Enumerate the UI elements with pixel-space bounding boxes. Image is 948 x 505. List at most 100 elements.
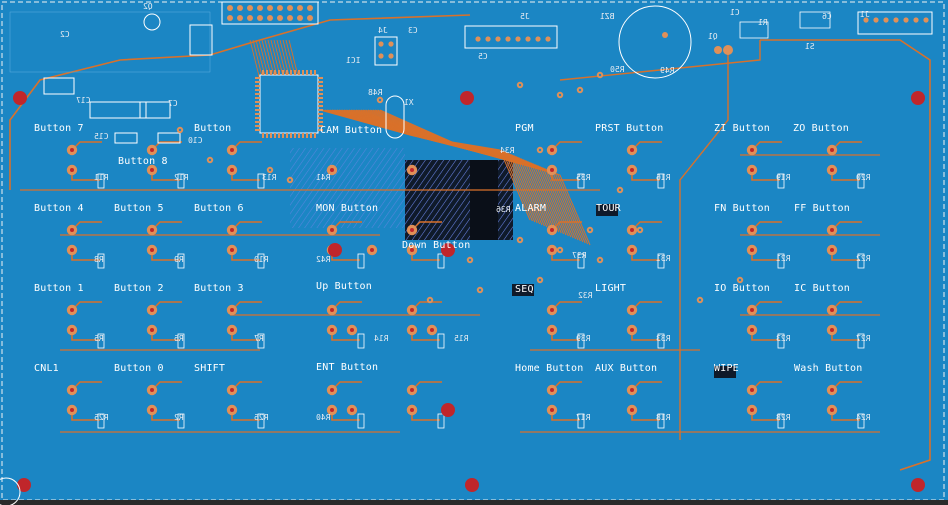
ref-r33: R33 xyxy=(656,334,671,343)
header-pin xyxy=(893,17,899,23)
resistor-outline xyxy=(857,253,865,269)
ic1-pin xyxy=(274,133,276,138)
header-pin xyxy=(923,17,929,23)
button-pad-r3c3-b-drill xyxy=(330,408,334,412)
via-drill-2 xyxy=(578,88,582,92)
button-pad-r3c1-b-drill xyxy=(150,408,154,412)
button-pad-r2c3-b-drill xyxy=(330,328,334,332)
ic1-pin xyxy=(262,70,264,75)
ic1-pin xyxy=(306,133,308,138)
q2-outline xyxy=(143,13,161,31)
button-pad-r0c0-a-drill xyxy=(70,148,74,152)
header-pin xyxy=(287,5,293,11)
ref-r13: R13 xyxy=(262,173,277,182)
ref-c17: C17 xyxy=(76,96,91,105)
ic1-pin xyxy=(278,133,280,138)
header-pin xyxy=(883,17,889,23)
aux-pad-9-drill xyxy=(330,168,334,172)
button-pad-r1c8-a-drill xyxy=(830,228,834,232)
via-drill-19 xyxy=(428,298,432,302)
silk-label-button-6: Button 6 xyxy=(194,203,244,214)
buzzer-pin xyxy=(662,32,668,38)
silk-label-zi-button: ZI Button xyxy=(714,123,770,134)
ref-c10: C10 xyxy=(188,136,203,145)
via-drill-11 xyxy=(738,278,742,282)
ref-r36: R36 xyxy=(496,205,511,214)
ref-r24: R24 xyxy=(856,413,871,422)
button-pad-r2c2-b-drill xyxy=(230,328,234,332)
dark-core xyxy=(470,160,498,240)
ic1-pin xyxy=(255,101,260,103)
ic1-pin xyxy=(310,133,312,138)
silk-label-cnl1: CNL1 xyxy=(34,363,59,374)
ic-lead-trace xyxy=(255,39,267,81)
ref-r41: R41 xyxy=(316,173,331,182)
ref-r39: R39 xyxy=(576,334,591,343)
via-drill-6 xyxy=(588,228,592,232)
ref-r12: R12 xyxy=(174,173,189,182)
silk-label-fn-button: FN Button xyxy=(714,203,770,214)
resistor-outline xyxy=(257,173,265,189)
c17-outline xyxy=(89,101,147,119)
header-pin xyxy=(267,5,273,11)
button-pad-r3c5-b-drill xyxy=(550,408,554,412)
ref-r14: R14 xyxy=(374,334,389,343)
header-pin xyxy=(515,36,521,42)
header-pin xyxy=(388,53,394,59)
silk-label-button: Button xyxy=(194,123,232,134)
ic1-pin xyxy=(255,105,260,107)
via-drill-13 xyxy=(378,98,382,102)
ic1-pin xyxy=(278,70,280,75)
button-pad-r2c4-b-drill xyxy=(410,328,414,332)
button-pad-r1c7-a-drill xyxy=(750,228,754,232)
button-pad-r2c5-b-drill xyxy=(550,328,554,332)
ref-r8: R8 xyxy=(94,255,104,264)
ic1-pin xyxy=(266,70,268,75)
header-pin xyxy=(378,53,384,59)
via-drill-15 xyxy=(288,178,292,182)
button-pad-r1c5-b-drill xyxy=(550,248,554,252)
c10-outline xyxy=(157,132,181,144)
silk-label-wash-button: Wash Button xyxy=(794,363,863,374)
button-pad-r0c1-a-drill xyxy=(150,148,154,152)
ic1-pin xyxy=(314,133,316,138)
ref-r34: R34 xyxy=(500,146,515,155)
header-pin xyxy=(545,36,551,42)
button-pad-r2c8-a-drill xyxy=(830,308,834,312)
ref-q2: Q2 xyxy=(143,2,153,11)
header-pin xyxy=(388,41,394,47)
header-pin xyxy=(257,15,263,21)
header-pin xyxy=(307,5,313,11)
button-pad-r1c0-b-drill xyxy=(70,248,74,252)
header-pin xyxy=(237,5,243,11)
silk-label-io-button: IO Button xyxy=(714,283,770,294)
j4-header xyxy=(221,1,319,25)
via-drill-4 xyxy=(538,148,542,152)
header-pin xyxy=(267,15,273,21)
ref-r26: R26 xyxy=(254,413,269,422)
copper-traces xyxy=(9,14,931,471)
silk-label-zo-button: ZO Button xyxy=(793,123,849,134)
u3-outline xyxy=(43,77,75,95)
regulator-outline xyxy=(189,24,213,56)
resistor-outline xyxy=(357,413,365,429)
ic1-pin xyxy=(266,133,268,138)
component-footprints xyxy=(9,1,933,429)
button-pad-r3c0-a-drill xyxy=(70,388,74,392)
ref-r23: R23 xyxy=(776,334,791,343)
button-pad-r2c2-a-drill xyxy=(230,308,234,312)
ic1-pin xyxy=(255,85,260,87)
aux-pad-8-drill xyxy=(370,248,374,252)
header-pin xyxy=(287,15,293,21)
button-pad-r2c6-a-drill xyxy=(630,308,634,312)
r1-outline xyxy=(739,21,769,39)
resistor-outline xyxy=(777,333,785,349)
ref-r21: R21 xyxy=(776,254,791,263)
button-pad-r3c0-b-drill xyxy=(70,408,74,412)
button-pad-r1c2-b-drill xyxy=(230,248,234,252)
button-pad-r3c7-b-drill xyxy=(750,408,754,412)
via-drill-12 xyxy=(638,228,642,232)
ref-r31: R31 xyxy=(656,254,671,263)
ic1-pin xyxy=(314,70,316,75)
